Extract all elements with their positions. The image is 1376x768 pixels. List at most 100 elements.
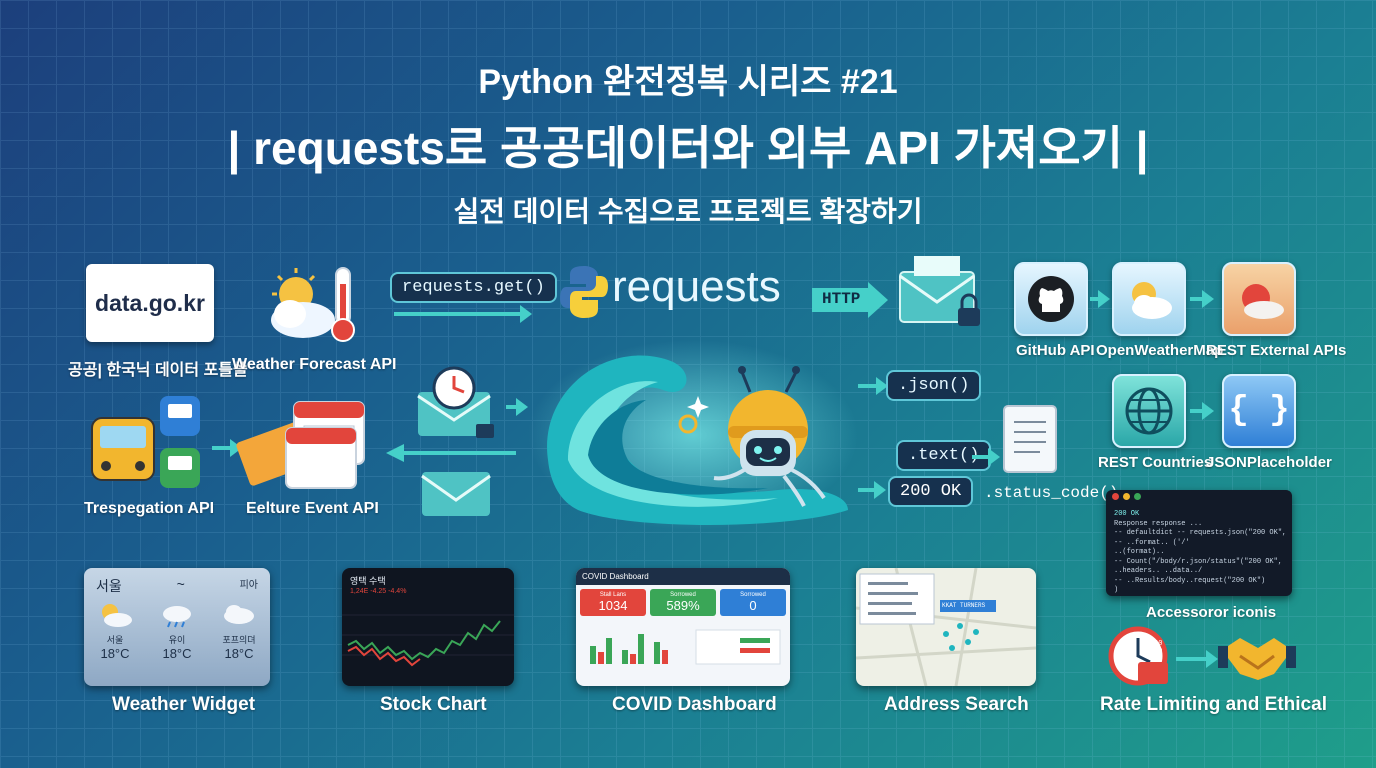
stock-sub: 1,24E -4.25 -4.4% bbox=[350, 588, 407, 595]
address-map-tag: KKAT TURNERS bbox=[942, 602, 986, 609]
covid-card-value: 1034 bbox=[598, 598, 628, 613]
stock-head: 영택 수택 bbox=[350, 576, 386, 586]
covid-dashboard-caption: COVID Dashboard bbox=[612, 694, 777, 715]
rest-external-tile bbox=[1222, 262, 1296, 336]
covid-card: Sorrowed 589% bbox=[650, 589, 716, 616]
weather-tilde: ~ bbox=[176, 576, 185, 592]
maximize-dot-icon bbox=[1134, 493, 1141, 500]
code-line: ) bbox=[1114, 586, 1119, 594]
address-search-caption: Address Search bbox=[884, 694, 1029, 715]
weather-cell-name: 유이 bbox=[168, 635, 186, 645]
covid-card: Sorrowed 0 bbox=[720, 589, 786, 616]
minimize-dot-icon bbox=[1123, 493, 1130, 500]
weather-city: 서울 bbox=[96, 578, 122, 594]
covid-card-label: Sorrowed bbox=[740, 592, 766, 598]
code-panel-caption: Accessoror iconis bbox=[1146, 604, 1277, 621]
weather-forecast-icon bbox=[258, 262, 368, 347]
code-line: -- ..format.. ('/' bbox=[1114, 538, 1190, 547]
arrow-github-to-openweather bbox=[1090, 290, 1110, 308]
arrow-back-left bbox=[386, 444, 516, 462]
code-line: 200 OK bbox=[1114, 510, 1140, 518]
rest-external-label: REST External APIs bbox=[1206, 342, 1347, 359]
requests-get-pill: requests.get() bbox=[390, 272, 557, 303]
openweathermap-label: OpenWeatherMap bbox=[1096, 342, 1224, 359]
weather-cell-name: 서울 bbox=[106, 635, 124, 645]
weather-widget-thumb: 서울 ~ 피아 서울 18°C 유이 18°C 포프의뎌 18°C bbox=[84, 568, 270, 686]
cloud-icon bbox=[224, 605, 254, 624]
code-line: ..headers.. ..data../ bbox=[1114, 567, 1203, 575]
covid-dashboard-thumb: COVID Dashboard Stall Lans 1034 Sorrowed… bbox=[576, 568, 790, 686]
weather-cell: 포프의뎌 18°C bbox=[220, 602, 258, 661]
transport-label: Trespegation API bbox=[84, 500, 215, 517]
weather-cell-temp: 18°C bbox=[162, 646, 192, 661]
covid-head: COVID Dashboard bbox=[576, 568, 790, 585]
series-title: Python 완전정복 시리즈 #21 bbox=[478, 63, 898, 101]
rate-caption: Rate Limiting and Ethical bbox=[1100, 694, 1327, 715]
datagokr-logo-text: data.go.kr bbox=[95, 289, 205, 316]
code-panel: 200 OK Response response ... -- defaultd… bbox=[1106, 490, 1292, 596]
event-ticket-calendar-icon bbox=[236, 390, 376, 494]
weather-widget-caption: Weather Widget bbox=[112, 694, 256, 715]
code-panel-titlebar bbox=[1106, 490, 1292, 510]
http-label: HTTP bbox=[822, 290, 861, 308]
weather-cell: 유이 18°C bbox=[158, 602, 196, 661]
bus-icon bbox=[86, 394, 206, 494]
datagokr-logo-card: data.go.kr bbox=[86, 264, 214, 342]
arrow-clock-to-wave bbox=[506, 398, 528, 416]
covid-card-label: Stall Lans bbox=[599, 592, 627, 598]
address-search-thumb: KKAT TURNERS bbox=[856, 568, 1036, 686]
covid-card-label: Sorrowed bbox=[670, 592, 696, 598]
arrow-to-json bbox=[858, 377, 888, 395]
globe-icon bbox=[1125, 387, 1173, 435]
github-icon bbox=[1028, 276, 1074, 322]
stock-chart-thumb: 영택 수택 1,24E -4.25 -4.4% bbox=[342, 568, 514, 686]
arrow-countries-to-json bbox=[1190, 402, 1214, 420]
weather-right: 피아 bbox=[239, 580, 258, 591]
stock-chart-caption: Stock Chart bbox=[380, 694, 487, 715]
arrow-transport-to-event bbox=[212, 439, 242, 457]
http-arrow bbox=[812, 282, 888, 318]
close-dot-icon bbox=[1112, 493, 1119, 500]
weather-cell: 서울 18°C bbox=[96, 602, 134, 661]
code-line: ..(format).. bbox=[1114, 548, 1165, 556]
rate-clock-text: 2000 2100 bbox=[1145, 640, 1163, 656]
arrow-to-status-doc bbox=[972, 448, 1000, 466]
code-line: Response response ... bbox=[1114, 519, 1203, 528]
envelope-lock-icon bbox=[896, 254, 986, 334]
arrow-openweather-to-rest bbox=[1190, 290, 1214, 308]
map-icon bbox=[856, 568, 1036, 686]
arrow-to-ok bbox=[858, 481, 886, 499]
covid-card: Stall Lans 1034 bbox=[580, 589, 646, 616]
covid-card-value: 589% bbox=[666, 598, 700, 613]
json-method-pill: .json() bbox=[886, 370, 982, 401]
event-label: Eelture Event API bbox=[246, 500, 379, 517]
github-api-tile bbox=[1014, 262, 1088, 336]
page-subtitle: 실전 데이터 수집으로 프로젝트 확장하기 bbox=[453, 196, 923, 227]
page-title: | requests로 공공데이터와 외부 API 가져오기 | bbox=[227, 122, 1149, 174]
weather-cell-temp: 18°C bbox=[224, 646, 254, 661]
envelope-clock-icon bbox=[414, 366, 504, 446]
braces-icon: { } bbox=[1228, 392, 1290, 430]
sunset-icon bbox=[1242, 284, 1284, 319]
rest-countries-tile bbox=[1112, 374, 1186, 448]
covid-bar-chart bbox=[590, 629, 781, 665]
jsonplaceholder-tile: { } bbox=[1222, 374, 1296, 448]
wave-robot-mascot bbox=[528, 330, 858, 530]
jsonplaceholder-label: JSONPlaceholder bbox=[1206, 454, 1332, 471]
code-line: -- ..Results/body..request("200 OK") bbox=[1114, 576, 1266, 585]
rate-clock-icon bbox=[1108, 626, 1170, 688]
openweathermap-tile bbox=[1112, 262, 1186, 336]
covid-card-value: 0 bbox=[749, 598, 757, 613]
weather-forecast-label: Weather Forecast API bbox=[232, 356, 397, 373]
python-logo-icon bbox=[560, 264, 608, 320]
datagokr-label: 공공| 한국닉 데이터 포틀쓸 bbox=[68, 362, 248, 379]
handshake-icon bbox=[1218, 630, 1296, 686]
sun-cloud-icon bbox=[102, 604, 132, 627]
rain-cloud-icon bbox=[163, 606, 191, 628]
requests-brand: requests bbox=[612, 262, 781, 311]
ok-status-pill: 200 OK bbox=[888, 476, 974, 507]
rest-countries-label: REST Countries bbox=[1098, 454, 1213, 471]
code-line: -- defaultdict -- requests.json("200 OK"… bbox=[1114, 529, 1287, 537]
status-code-label: .status_code() bbox=[984, 484, 1119, 502]
envelope-icon bbox=[420, 470, 492, 518]
